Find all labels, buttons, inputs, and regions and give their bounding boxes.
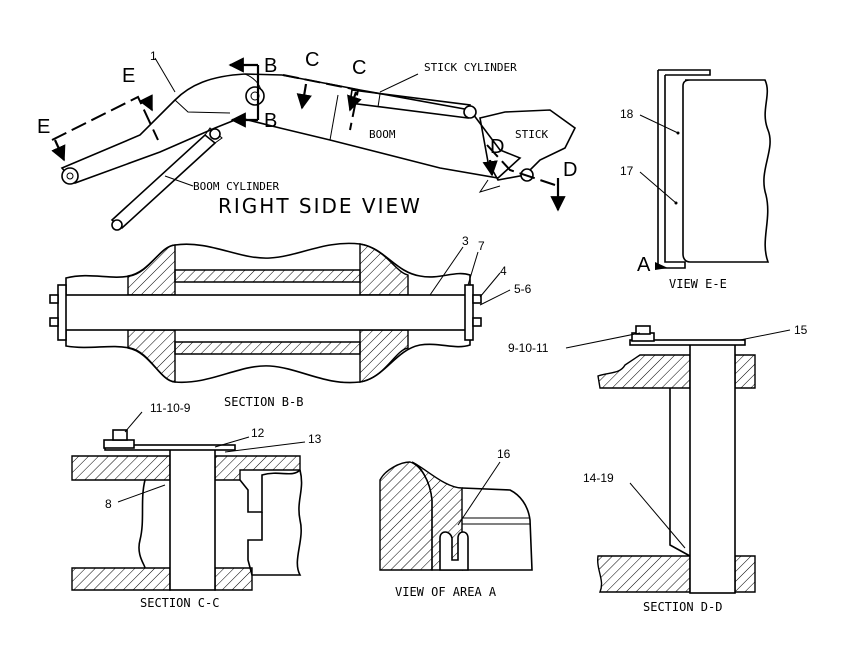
callout-8: 8 [105,497,112,511]
view-e-e: 18 17 A VIEW E-E [620,69,771,291]
callout-7: 7 [478,239,485,253]
view-e-plate [657,70,686,269]
boom-foot-pin [61,167,79,185]
boom-label: BOOM [369,128,396,141]
section-b-b: 3 7 4 5-6 SECTION B-B [49,234,532,409]
callout-15: 15 [794,323,808,337]
section-b-caption: SECTION B-B [224,395,303,409]
section-c-label-right: C [352,57,366,79]
pin-3 [63,294,470,331]
callout-12: 12 [251,426,265,440]
callout-17: 17 [620,164,634,178]
right-side-view-title: RIGHT SIDE VIEW [218,194,422,218]
view-e-body [682,79,771,263]
callout-5-6: 5-6 [514,282,532,296]
view-area-a-caption: VIEW OF AREA A [395,585,497,599]
bolt-9 [635,325,651,335]
callout-9-10-11: 9-10-11 [508,341,549,355]
seal-16 [439,531,469,571]
callout-16: 16 [497,447,511,461]
section-d-caption: SECTION D-D [643,600,722,614]
view-of-area-a: 16 VIEW OF AREA A [379,447,533,599]
boom-cylinder-rod-pin [245,86,265,106]
end-plate-right [464,284,474,341]
callout-1: 1 [150,49,157,63]
callout-13: 13 [308,432,322,446]
section-e-label-top: E [122,65,135,87]
area-a-label: A [637,254,651,276]
end-plate-left [57,284,67,341]
section-d-label-left: D [490,136,504,158]
section-d-d: 9-10-11 15 14-19 SECTION D-D [508,323,808,614]
pin-14 [689,342,736,594]
view-e-caption: VIEW E-E [669,277,727,291]
section-e-cutline [51,95,159,141]
section-e-label-left: E [37,116,50,138]
pin-8 [169,447,216,591]
area-a-wall [379,461,433,571]
stick-cylinder [349,89,471,119]
bolt-11 [112,429,128,441]
right-side-view: 1 E E B B C C STICK CYLINDER BOOM STICK … [37,49,577,231]
section-b-label-top: B [264,55,277,77]
section-b-label-bottom: B [264,110,277,132]
callout-11-10-9: 11-10-9 [150,401,191,415]
callout-18: 18 [620,107,634,121]
callout-4: 4 [500,264,507,278]
plate-15 [629,339,746,346]
section-d-label-right: D [563,159,577,181]
section-c-label-left: C [305,49,319,71]
boom-cylinder-label: BOOM CYLINDER [193,180,279,193]
section-c-caption: SECTION C-C [140,596,219,610]
callout-14-19: 14-19 [583,471,614,485]
boom-outline [60,73,522,184]
stick-label: STICK [515,128,548,141]
callout-3: 3 [462,234,469,248]
section-c-c: 11-10-9 12 13 8 SECTION C-C [71,401,322,610]
stick-cylinder-label: STICK CYLINDER [424,61,517,74]
